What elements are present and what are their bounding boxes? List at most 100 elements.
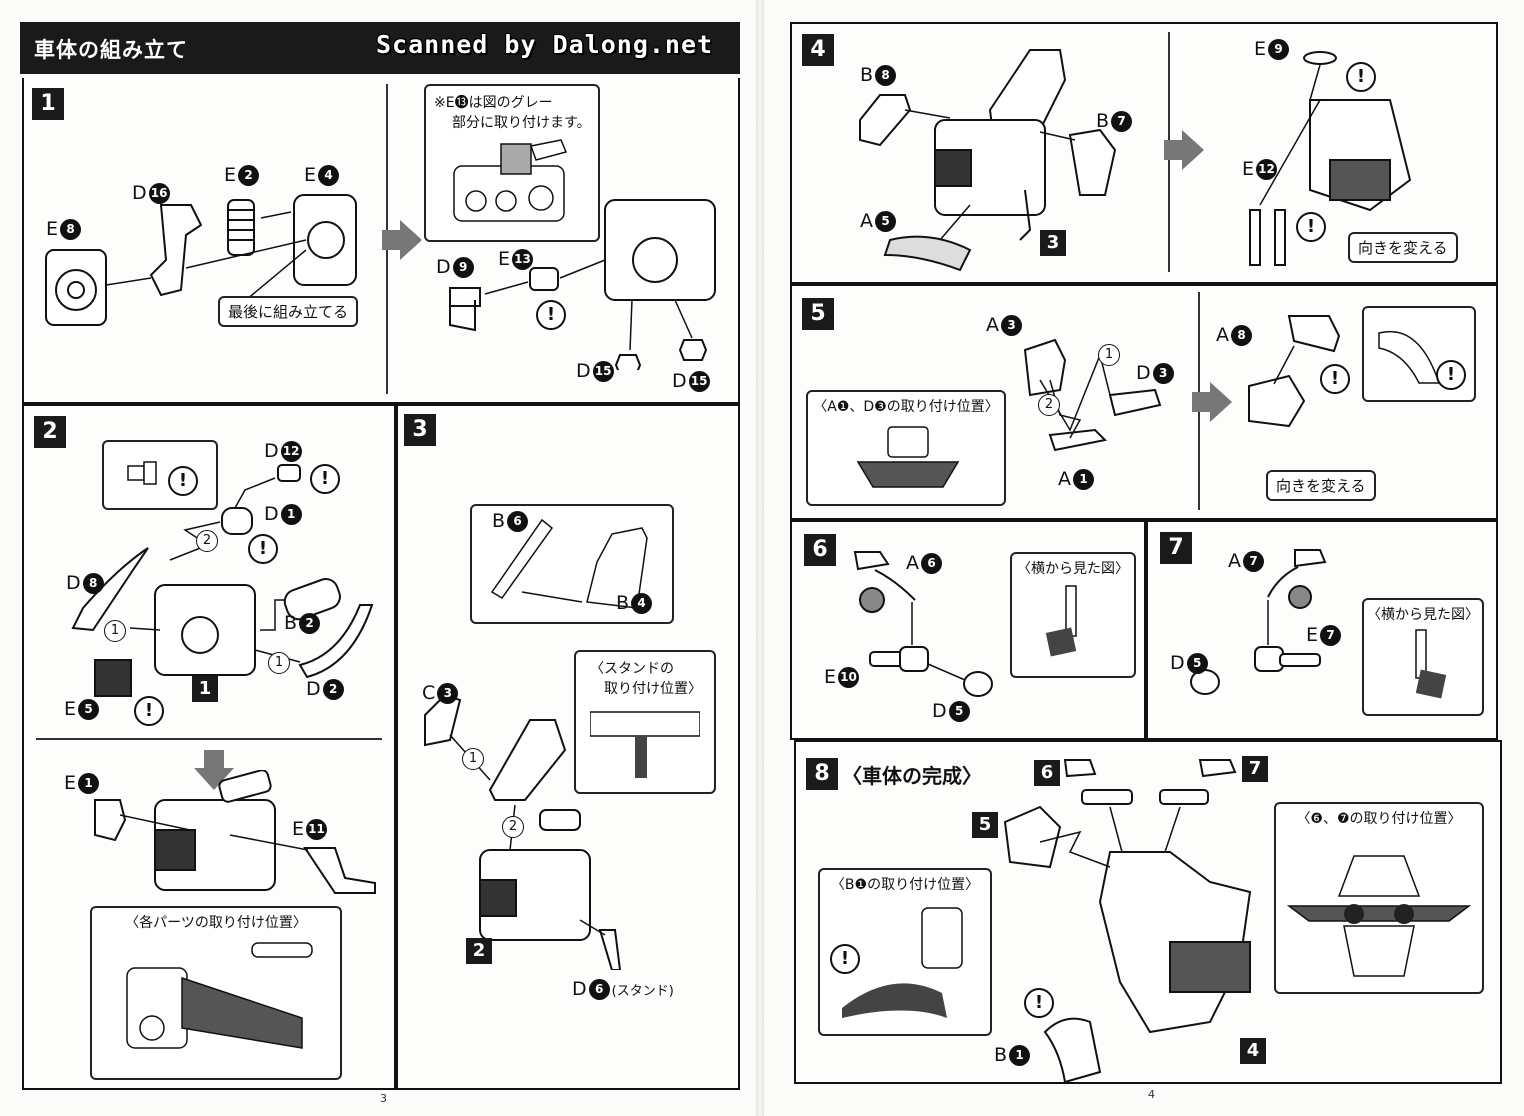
order-1-step3: 1 [462, 748, 484, 770]
warn-d12: ! [310, 464, 340, 494]
part-a1 [1048, 428, 1108, 452]
step2-number: 2 [34, 416, 66, 448]
step2-diagram-top [71, 464, 374, 697]
part-a7-mirror [1294, 549, 1327, 568]
stand-title-line1: 〈スタンドの [590, 661, 674, 677]
part-d3 [1108, 388, 1162, 417]
step3-stand-callout: 〈スタンドの 取り付け位置〉 [574, 650, 716, 794]
order-1b-step2: 1 [268, 652, 290, 674]
part-d2 [298, 604, 374, 679]
gray-note-line2: 部分に取り付けます。 [452, 115, 591, 131]
part-b2 [283, 578, 341, 621]
step7-diagram [1190, 549, 1327, 695]
part-b7 [1068, 128, 1117, 196]
callout-title-step7: 〈横から見た図〉 [1367, 607, 1479, 623]
warn-a8: ! [1320, 364, 1350, 394]
warn-b1: ! [1024, 988, 1054, 1018]
step1-diagram-right [449, 199, 716, 370]
warn-b1-callout: ! [830, 944, 860, 974]
part-e9 [1303, 51, 1337, 65]
part-frame [488, 719, 567, 801]
step2-position-illustration [126, 942, 313, 1049]
step5-arrow [1192, 382, 1232, 422]
part-d5 [963, 671, 993, 697]
part-e1 [94, 799, 127, 842]
part-b6 [490, 518, 554, 599]
step2-connector-callout [102, 440, 218, 510]
part-d16 [149, 204, 203, 297]
step5-position-callout: 〈A❶、D❸の取り付け位置〉 [806, 390, 1006, 506]
mirror-position-illustration [1286, 855, 1472, 977]
step1-number: 1 [32, 88, 64, 120]
callout-title-step2: 〈各パーツの取り付け位置〉 [125, 915, 307, 931]
step4-diagram-left [859, 49, 1117, 272]
step6-side-view [1045, 585, 1077, 657]
part-d9 [449, 287, 481, 332]
step1-diagram-left [45, 194, 357, 326]
part-b1 [1043, 1017, 1102, 1082]
gray-note-line1: ※E⓭は図のグレー [434, 95, 553, 111]
section-title: 車体の組み立て [34, 38, 188, 62]
section-header: 車体の組み立て [20, 22, 740, 74]
part-a3 [1023, 338, 1067, 397]
step6-side-view-callout: 〈横から見た図〉 [1010, 552, 1136, 678]
step7-number: 7 [1160, 532, 1192, 564]
step5-position-illustration [856, 426, 960, 488]
gray-part-illustration [453, 139, 568, 222]
part-d15a [614, 354, 642, 370]
step8-title: 〈車体の完成〉 [842, 764, 982, 788]
note-change-direction-5: 向きを変える [1266, 470, 1376, 501]
step5-detail-illustration [1378, 330, 1441, 384]
part-e13 [529, 267, 559, 291]
scan-watermark: Scanned by Dalong.net [376, 30, 714, 59]
order-2-step5: 2 [1038, 394, 1060, 416]
b1-position-illustration [842, 907, 963, 1018]
step2-position-callout: 〈各パーツの取り付け位置〉 [90, 906, 342, 1080]
step2-divider [36, 738, 382, 740]
callout-title-67: 〈❻、❼の取り付け位置〉 [1296, 811, 1462, 827]
step5-diagram-right [1248, 315, 1341, 428]
warn-connector: ! [168, 466, 198, 496]
tag-step5: 5 [972, 812, 998, 838]
warn-d1: ! [248, 534, 278, 564]
part-d15b [678, 339, 708, 361]
page-gutter [756, 0, 764, 1116]
step4-diagram-right [1249, 51, 1412, 266]
part-e2 [227, 199, 255, 256]
step5-number: 5 [802, 298, 834, 330]
step3-diagram [424, 693, 622, 970]
step1-arrow [382, 220, 422, 260]
stand-title-line2: 取り付け位置〉 [604, 681, 702, 697]
callout-title-step5: 〈A❶、D❸の取り付け位置〉 [813, 399, 999, 415]
warn-e12: ! [1296, 212, 1326, 242]
part-a3-assembled [1248, 374, 1306, 428]
step4-subassembly-3: 3 [1040, 230, 1066, 256]
